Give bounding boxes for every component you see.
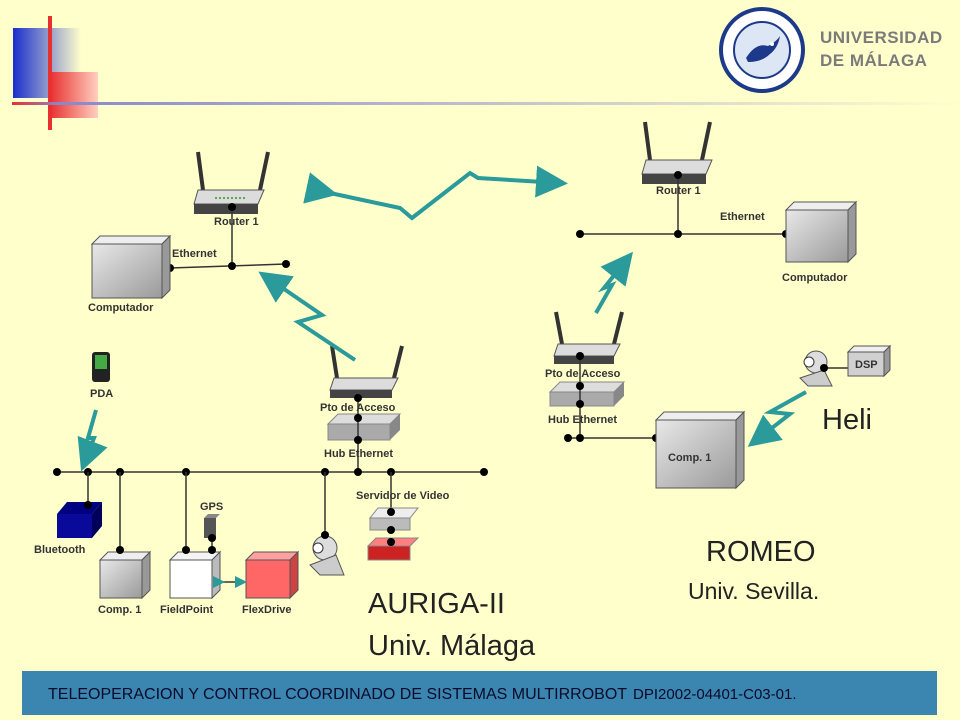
router-malaga-icon: [193, 151, 270, 214]
dsp-icon: [846, 344, 892, 378]
comp1-sevilla-label: Comp. 1: [668, 452, 712, 464]
flexdrive-icon: [244, 550, 300, 600]
bluetooth-label: Bluetooth: [34, 544, 86, 556]
pda-label: PDA: [90, 388, 114, 400]
video-server-label: Servidor de Video: [356, 490, 450, 502]
fieldpoint-icon: [168, 550, 222, 600]
camera-malaga-icon: [309, 535, 345, 576]
corner-decoration: [12, 16, 960, 130]
footer-project-code: DPI2002-04401-C03-01.: [633, 686, 797, 703]
heli-label: Heli: [822, 404, 872, 436]
computer-sevilla-label: Computador: [782, 272, 848, 284]
access-point-malaga-label: Pto de Acceso: [320, 402, 396, 414]
wireless-link-pda: [77, 409, 108, 472]
auriga-subtitle: Univ. Málaga: [368, 630, 536, 662]
access-point-sevilla-icon: [553, 311, 624, 364]
network-diagram: [53, 121, 892, 600]
ethernet-sevilla-label: Ethernet: [720, 211, 765, 223]
auriga-title: AURIGA-II: [368, 588, 505, 620]
access-point-sevilla-label: Pto de Acceso: [545, 368, 621, 380]
video-server-icon: [366, 507, 420, 561]
comp1-malaga-icon: [98, 550, 152, 600]
hub-sevilla-label: Hub Ethernet: [548, 414, 618, 426]
dsp-label: DSP: [855, 359, 878, 371]
wireless-link-routers: [303, 165, 568, 221]
hub-sevilla-icon: [548, 381, 626, 407]
wireless-link-heli: [747, 390, 807, 447]
gps-icon: [204, 514, 220, 538]
hub-malaga-label: Hub Ethernet: [324, 448, 394, 460]
romeo-subtitle: Univ. Sevilla.: [688, 578, 820, 604]
flexdrive-label: FlexDrive: [242, 604, 292, 616]
computer-malaga-icon: [90, 234, 172, 300]
wireless-link-ap-malaga: [258, 271, 357, 362]
bluetooth-device-icon: [57, 502, 102, 538]
comp1-malaga-label: Comp. 1: [98, 604, 142, 616]
footer-project-text: TELEOPERACION Y CONTROL COORDINADO DE SI…: [48, 686, 628, 703]
access-point-malaga-icon: [329, 345, 404, 398]
router-malaga-label: Router 1: [214, 216, 259, 228]
router-sevilla-icon: [641, 121, 713, 184]
romeo-title: ROMEO: [706, 536, 816, 568]
hub-malaga-icon: [326, 413, 402, 441]
computer-sevilla-icon: [784, 200, 858, 264]
ethernet-malaga-label: Ethernet: [172, 248, 217, 260]
wireless-link-ap-sevilla: [594, 251, 633, 314]
computer-malaga-label: Computador: [88, 302, 154, 314]
router-sevilla-label: Router 1: [656, 185, 701, 197]
pda-icon: [92, 352, 110, 382]
fieldpoint-label: FieldPoint: [160, 604, 214, 616]
university-name-line1: UNIVERSIDAD: [820, 28, 943, 47]
university-name-line2: DE MÁLAGA: [820, 51, 928, 70]
heli-camera-icon: [799, 350, 833, 387]
footer-title: TELEOPERACION Y CONTROL COORDINADO DE SI…: [48, 686, 797, 704]
footer-bar: [22, 671, 937, 715]
comp1-sevilla-icon: [654, 410, 746, 490]
gps-label: GPS: [200, 501, 224, 513]
university-seal-icon: [719, 7, 805, 93]
